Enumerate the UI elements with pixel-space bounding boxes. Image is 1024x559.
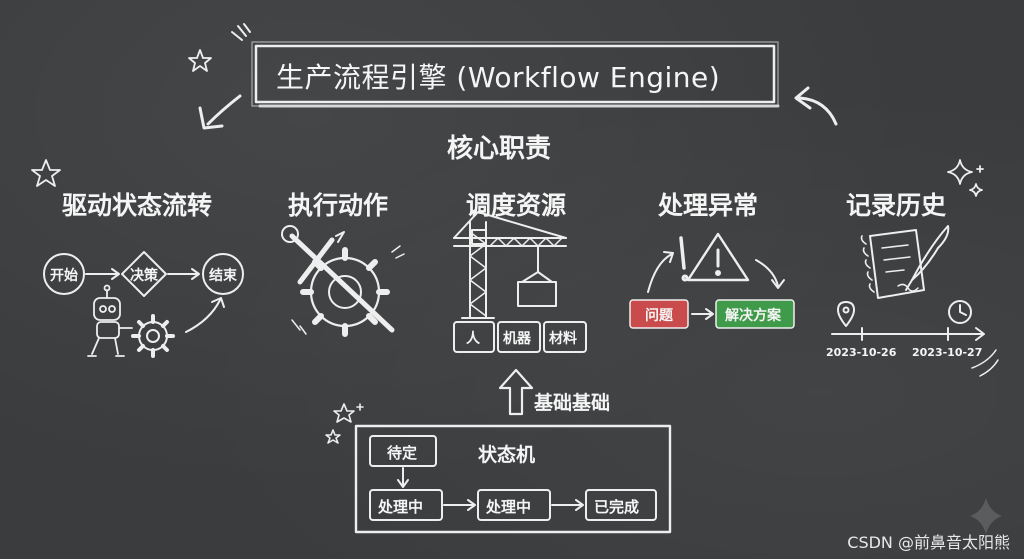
timeline-date-end: 2023-10-27 [912,346,983,359]
arrow-down-left-icon [198,94,242,130]
flow-end-node: 结束 [209,268,237,284]
timeline-date-start: 2023-10-26 [826,346,897,359]
resource-people: 人 [466,331,480,347]
core-responsibilities-heading: 核心职责 [447,134,552,164]
watermark: CSDN @前鼻音太阳熊 [847,533,1010,552]
wrench-gear-icon [281,225,405,337]
solution-tag: 解决方案 [725,308,781,324]
warning-icon [647,232,785,320]
state-machine-title: 状态机 [478,444,536,466]
problem-tag-bg [629,299,689,329]
state-pending: 待定 [387,444,418,462]
arrow-up-icon [498,368,534,416]
sparkle-icon [947,159,984,197]
flow-diagram [43,251,244,333]
page-title: 生产流程引擎 (Workflow Engine) [276,61,721,94]
state-processing-1: 处理中 [378,498,424,516]
state-processing-2: 处理中 [486,498,532,516]
sparkle-icon [970,498,1002,534]
responsibility-execute-action: 执行动作 [288,191,389,220]
problem-tag: 问题 [645,308,673,324]
responsibility-handle-exceptions: 处理异常 [658,191,759,220]
timeline [831,300,999,377]
star-icon [188,49,212,72]
resource-machine: 机器 [503,331,531,347]
robot-icon [87,284,133,357]
resource-material: 材料 [549,331,577,347]
location-pin-icon [837,301,855,327]
arrow-curve-icon [794,86,838,126]
notebook-icon [860,225,950,299]
responsibility-record-history: 记录历史 [846,191,947,220]
star-icon [325,403,364,444]
foundation-label: 基础基础 [534,392,611,414]
solution-tag-bg [715,299,795,329]
flow-decision-node: 决策 [130,268,158,284]
gear-icon [131,314,175,358]
title-frame [251,41,780,108]
state-completed: 已完成 [594,498,640,516]
responsibility-schedule-resources: 调度资源 [466,191,567,220]
crane-icon [453,211,567,319]
chalk-ticks [231,23,251,41]
resource-boxes [453,321,587,353]
state-machine-frame [354,424,672,534]
clock-icon [948,300,972,324]
star-icon [31,159,61,187]
flow-start-node: 开始 [50,268,78,284]
responsibility-drive-state: 驱动状态流转 [62,191,213,220]
